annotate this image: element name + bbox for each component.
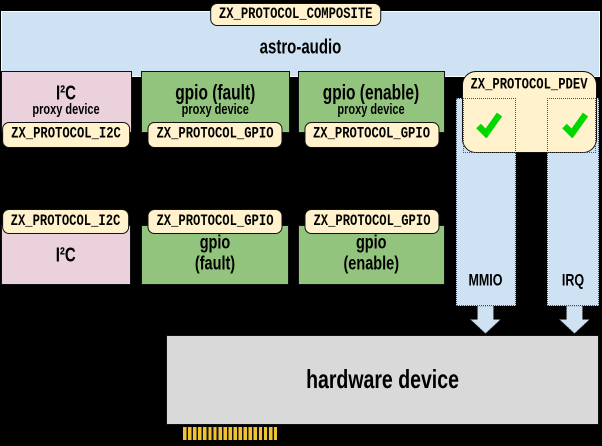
device-i2c-title: I²C — [55, 243, 76, 267]
device-gpio-enable-subtitle: (enable) — [343, 252, 400, 275]
mmio-label: MMIO — [468, 270, 503, 290]
device-gpio-fault-title: gpio — [199, 232, 231, 254]
composite-device-title: astro-audio — [259, 35, 342, 59]
irq-checkmark-icon — [562, 112, 589, 138]
proxy-i2c-subtitle: proxy device — [32, 101, 100, 118]
irq-resource-slot — [547, 98, 596, 153]
mmio-resource-slot — [462, 98, 516, 153]
tag-zx-protocol-gpio-fault-proxy: ZX_PROTOCOL_GPIO — [147, 121, 283, 148]
tag-zx-protocol-gpio-enable-device: ZX_PROTOCOL_GPIO — [304, 208, 440, 234]
edge-connector-pins — [182, 426, 278, 441]
tag-zx-protocol-pdev: ZX_PROTOCOL_PDEV — [470, 75, 588, 94]
irq-arrow-icon — [558, 305, 590, 334]
pdev-protocol-box: ZX_PROTOCOL_PDEV — [461, 71, 597, 153]
device-gpio-fault: gpio (fault) — [141, 225, 289, 285]
proxy-gpio-fault-title: gpio (fault) — [175, 81, 256, 105]
device-gpio-fault-subtitle: (fault) — [194, 252, 236, 275]
tag-zx-protocol-gpio-enable-proxy: ZX_PROTOCOL_GPIO — [303, 121, 440, 148]
mmio-checkmark-icon — [476, 112, 503, 138]
proxy-gpio-enable-subtitle: proxy device — [337, 101, 405, 118]
irq-label: IRQ — [561, 270, 585, 290]
proxy-gpio-fault-subtitle: proxy device — [181, 101, 249, 118]
tag-zx-protocol-i2c-proxy: ZX_PROTOCOL_I2C — [2, 121, 130, 148]
device-gpio-enable-title: gpio — [355, 232, 387, 254]
tag-zx-protocol-composite: ZX_PROTOCOL_COMPOSITE — [209, 2, 382, 26]
tag-zx-protocol-gpio-fault-device: ZX_PROTOCOL_GPIO — [147, 208, 283, 234]
mmio-arrow-icon — [470, 305, 501, 334]
proxy-i2c-title: I²C — [56, 81, 76, 105]
hardware-device-box: hardware device — [166, 335, 599, 425]
hardware-device-label: hardware device — [306, 365, 459, 395]
tag-zx-protocol-i2c-device: ZX_PROTOCOL_I2C — [1, 208, 130, 234]
proxy-gpio-enable-title: gpio (enable) — [322, 81, 420, 105]
